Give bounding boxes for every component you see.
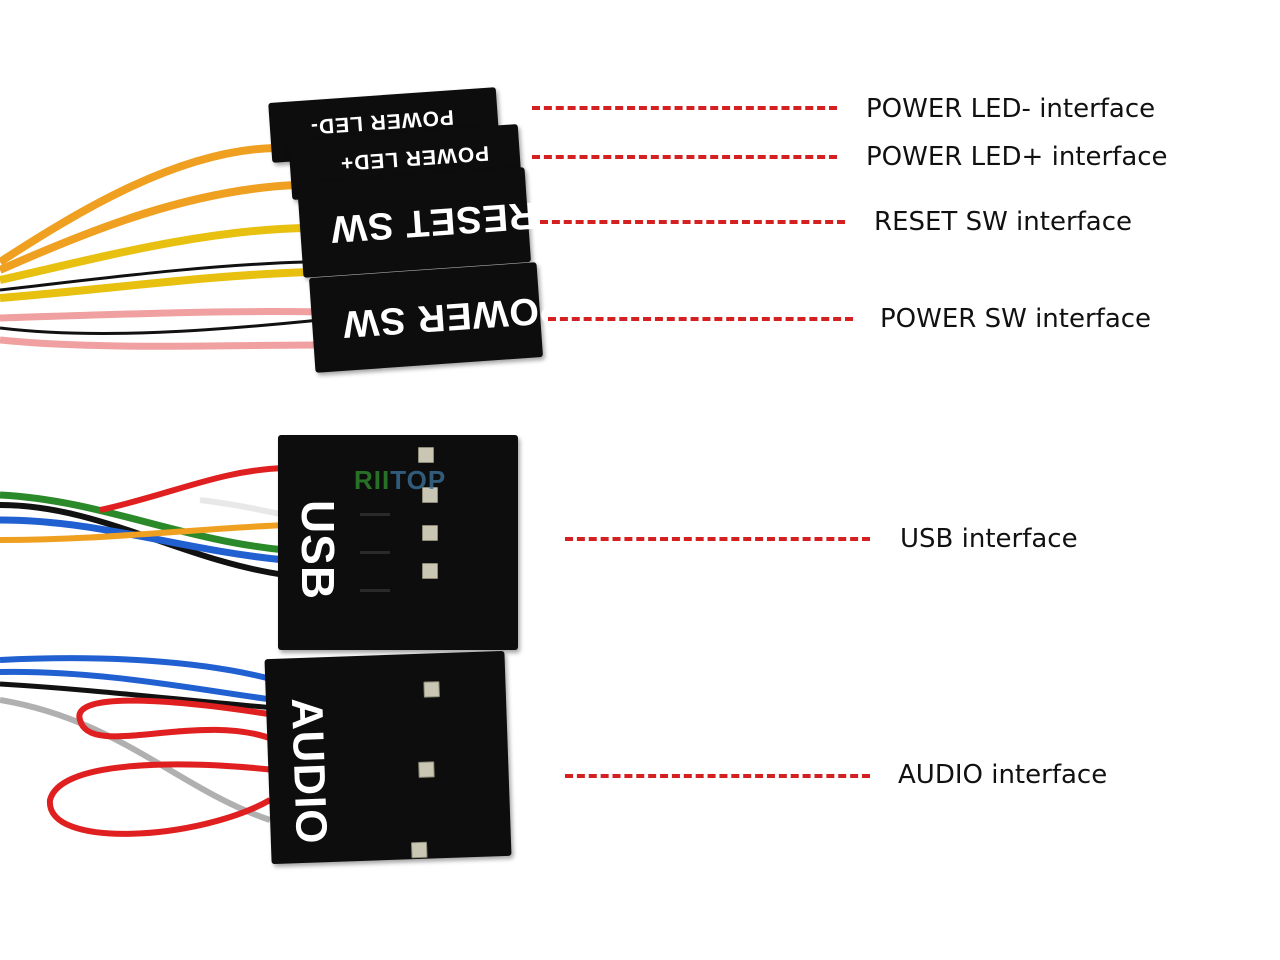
wire-red-audio-loop-2 — [46, 761, 276, 837]
wire-orange-1 — [0, 144, 276, 266]
leader-line-power-led-minus — [532, 106, 837, 110]
pin — [418, 447, 434, 463]
connector-label: USB — [292, 499, 344, 601]
wire-pink-1 — [0, 308, 321, 322]
wire-blue-audio-2 — [0, 668, 276, 703]
wire-orange-usb — [0, 522, 286, 543]
wire-black-1 — [0, 260, 306, 292]
leader-line-power-sw — [548, 317, 853, 321]
connector-audio: AUDIO — [264, 650, 512, 865]
watermark-part2: TOP — [390, 465, 447, 495]
connector-label: POWER SW — [340, 287, 567, 345]
callout-power-sw: POWER SW interface — [880, 304, 1152, 334]
wire-yellow-1 — [0, 224, 306, 284]
connector-usb: USB RIITOP — [278, 435, 518, 650]
leader-line-reset-sw — [540, 220, 845, 224]
connector-label: RESET SW — [328, 193, 538, 250]
callout-power-led-plus: POWER LED+ interface — [866, 142, 1168, 172]
wire-red-audio-loop-1 — [76, 697, 277, 743]
wire-black-audio — [0, 681, 276, 711]
callout-reset-sw: RESET SW interface — [874, 207, 1133, 237]
leader-line-power-led-plus — [532, 155, 837, 159]
wire-white-usb — [199, 497, 286, 518]
connector-label: POWER LED+ — [339, 141, 490, 175]
pin — [423, 681, 440, 698]
wire-gray-audio — [0, 697, 271, 823]
slot — [360, 589, 390, 592]
watermark: RIITOP — [354, 465, 446, 496]
wire-orange-2 — [0, 181, 296, 274]
watermark-part1: RII — [354, 465, 391, 495]
wire-black-2 — [0, 318, 321, 335]
wire-green-usb — [0, 491, 286, 554]
connector-reset-sw: RESET SW — [296, 167, 538, 278]
wire-blue-audio-1 — [0, 655, 276, 683]
callout-usb: USB interface — [900, 524, 1078, 554]
slot — [360, 513, 390, 516]
leader-line-audio — [565, 774, 870, 778]
wire-pink-2 — [0, 336, 321, 350]
connector-power-sw: POWER SW — [308, 262, 566, 373]
wire-red-usb — [99, 465, 286, 513]
callout-power-led-minus: POWER LED- interface — [866, 94, 1156, 124]
pin — [422, 563, 438, 579]
wire-yellow-2 — [0, 268, 311, 302]
pin — [422, 487, 438, 503]
pin — [422, 525, 438, 541]
leader-line-usb — [565, 537, 870, 541]
connector-label: AUDIO — [281, 696, 336, 846]
slot — [360, 551, 390, 554]
pin — [410, 841, 428, 859]
callout-audio: AUDIO interface — [898, 760, 1108, 790]
pin — [418, 761, 435, 778]
